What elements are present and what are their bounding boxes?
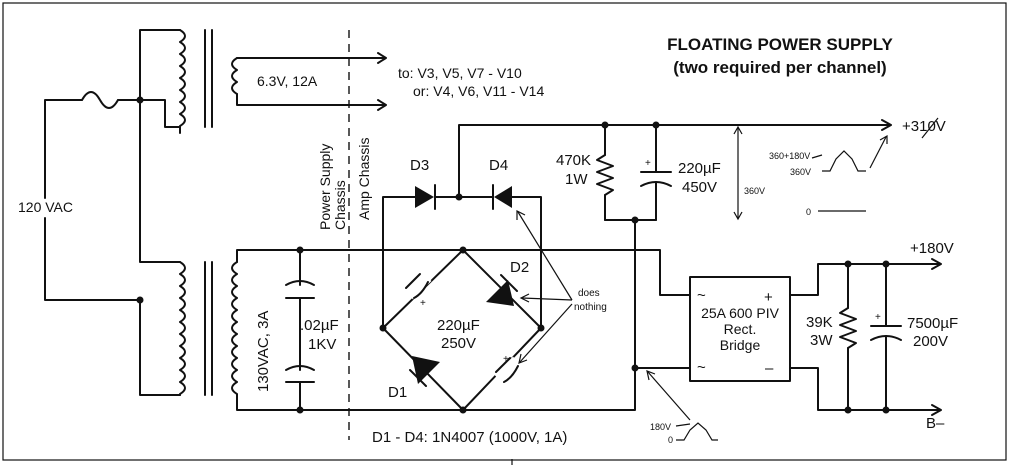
power-secondary-label: 130VAC, 3A [255,311,272,392]
snubber-capacitor: .02µF 1KV [285,246,339,414]
amp-chassis-label: Amp Chassis [356,138,372,220]
filter-cap-180-polarity: + [875,312,881,323]
bridge-cap-lower-right-polarity: + [503,354,509,365]
diagram-subtitle: (two required per channel) [673,58,886,77]
heater-destination-line1: to: V3, V5, V7 - V10 [398,65,522,81]
heater-primary-coil [179,29,186,134]
fuse-symbol [81,91,119,109]
filter-cap-310-value: 220µF [678,160,721,177]
waveform-top-lower: 360V [790,167,811,177]
waveform-bottom-upper: 180V [650,422,671,432]
rect-bridge-ac-top: ~ [697,287,706,304]
diode-d3 [415,186,434,208]
diode-d1-label: D1 [388,384,407,401]
diode-d2: D2 [486,259,529,306]
power-transformer: 130VAC, 3A [139,99,301,411]
filter-cap-180: + 7500µF 200V [870,263,958,411]
rail-310-voltage-marker: 360V [744,186,765,196]
voltage-doubler-bridge: + + D2 D1 220µF 250V [379,246,545,414]
snubber-cap-rating: 1KV [308,336,336,353]
bleeder-39k-value: 39K [806,314,833,331]
filter-cap-180-value: 7500µF [907,315,958,332]
bridge-cap-rating: 250V [441,335,476,352]
power-supply-chassis-label: Power Supply Chassis [317,140,348,230]
rail-180-label: +180V [910,240,954,257]
diode-d4-label: D4 [489,157,508,174]
rect-bridge-line3: Bridge [720,337,761,353]
heater-destination-line2: or: V4, V6, V11 - V14 [413,83,544,99]
bleeder-470k-rating: 1W [565,171,588,188]
rect-bridge-plus: + [764,289,773,306]
waveform-bottom-zero: 0 [668,435,673,445]
heater-transformer: 6.3V, 12A to: V3, V5, V7 - V10 or: V4, V… [139,29,544,134]
mains-voltage-label: 120 VAC [18,199,73,215]
diode-d2-label: D2 [510,259,529,276]
rectifier-bridge: ~ ~ + – 25A 600 PIV Rect. Bridge [689,276,791,382]
bleeder-470k-value: 470K [556,152,591,169]
bleeder-39k-rating: 3W [810,332,833,349]
rail-310-label: +310V [902,118,946,135]
filter-cap-180-rating: 200V [913,333,948,350]
filter-cap-310-rating: 450V [682,179,717,196]
rect-bridge-line1: 25A 600 PIV [701,305,780,321]
bleeder-39k-resistor [839,307,857,349]
bridge-cap-upper-left-polarity: + [420,298,426,309]
bridge-cap-lower-right: + [494,354,522,384]
bridge-cap-value: 220µF [437,317,480,334]
does-nothing-line2: nothing [574,302,607,313]
waveform-bottom-sketch: 180V 0 [646,370,718,445]
bleeder-470k-resistor [596,154,614,196]
power-supply-chassis-text-line2: Chassis [332,180,348,230]
waveform-top-zero: 0 [806,207,811,217]
does-nothing-line1: does [578,288,600,299]
waveform-top-upper: 360+180V [769,151,810,161]
heater-secondary-coil [231,57,238,95]
rect-bridge-line2: Rect. [724,321,757,337]
bleeder-39k: 39K 3W [806,263,857,411]
heater-secondary-label: 6.3V, 12A [257,73,318,89]
diode-d4 [494,186,512,208]
mains-input: 120 VAC [18,91,144,304]
rect-bridge-box [689,276,791,382]
diodes-d3-d4: D3 D4 [382,124,606,329]
snubber-cap-value: .02µF [300,317,339,334]
diode-part-note: D1 - D4: 1N4007 (1000V, 1A) [372,429,567,446]
rail-310v-section: 470K 1W + 220µF 450V 360V +310V [556,117,946,372]
rect-bridge-minus: – [765,360,774,377]
diode-d3-label: D3 [410,157,429,174]
bridge-cap-upper-left: + [404,272,432,309]
rail-310-strikethrough [921,117,939,139]
power-primary-coil [179,261,186,396]
power-secondary-coil [231,261,238,396]
b-minus-label: B– [926,415,945,432]
rect-bridge-ac-bottom: ~ [697,359,706,376]
power-supply-chassis-text: Power Supply [317,144,333,230]
diode-d1: D1 [388,356,440,401]
waveform-top-sketch: 360+180V 360V 0 [769,134,888,217]
does-nothing-annotation: does nothing [516,210,607,364]
diagram-title: FLOATING POWER SUPPLY [667,35,893,54]
filter-cap-310-polarity: + [645,158,651,169]
